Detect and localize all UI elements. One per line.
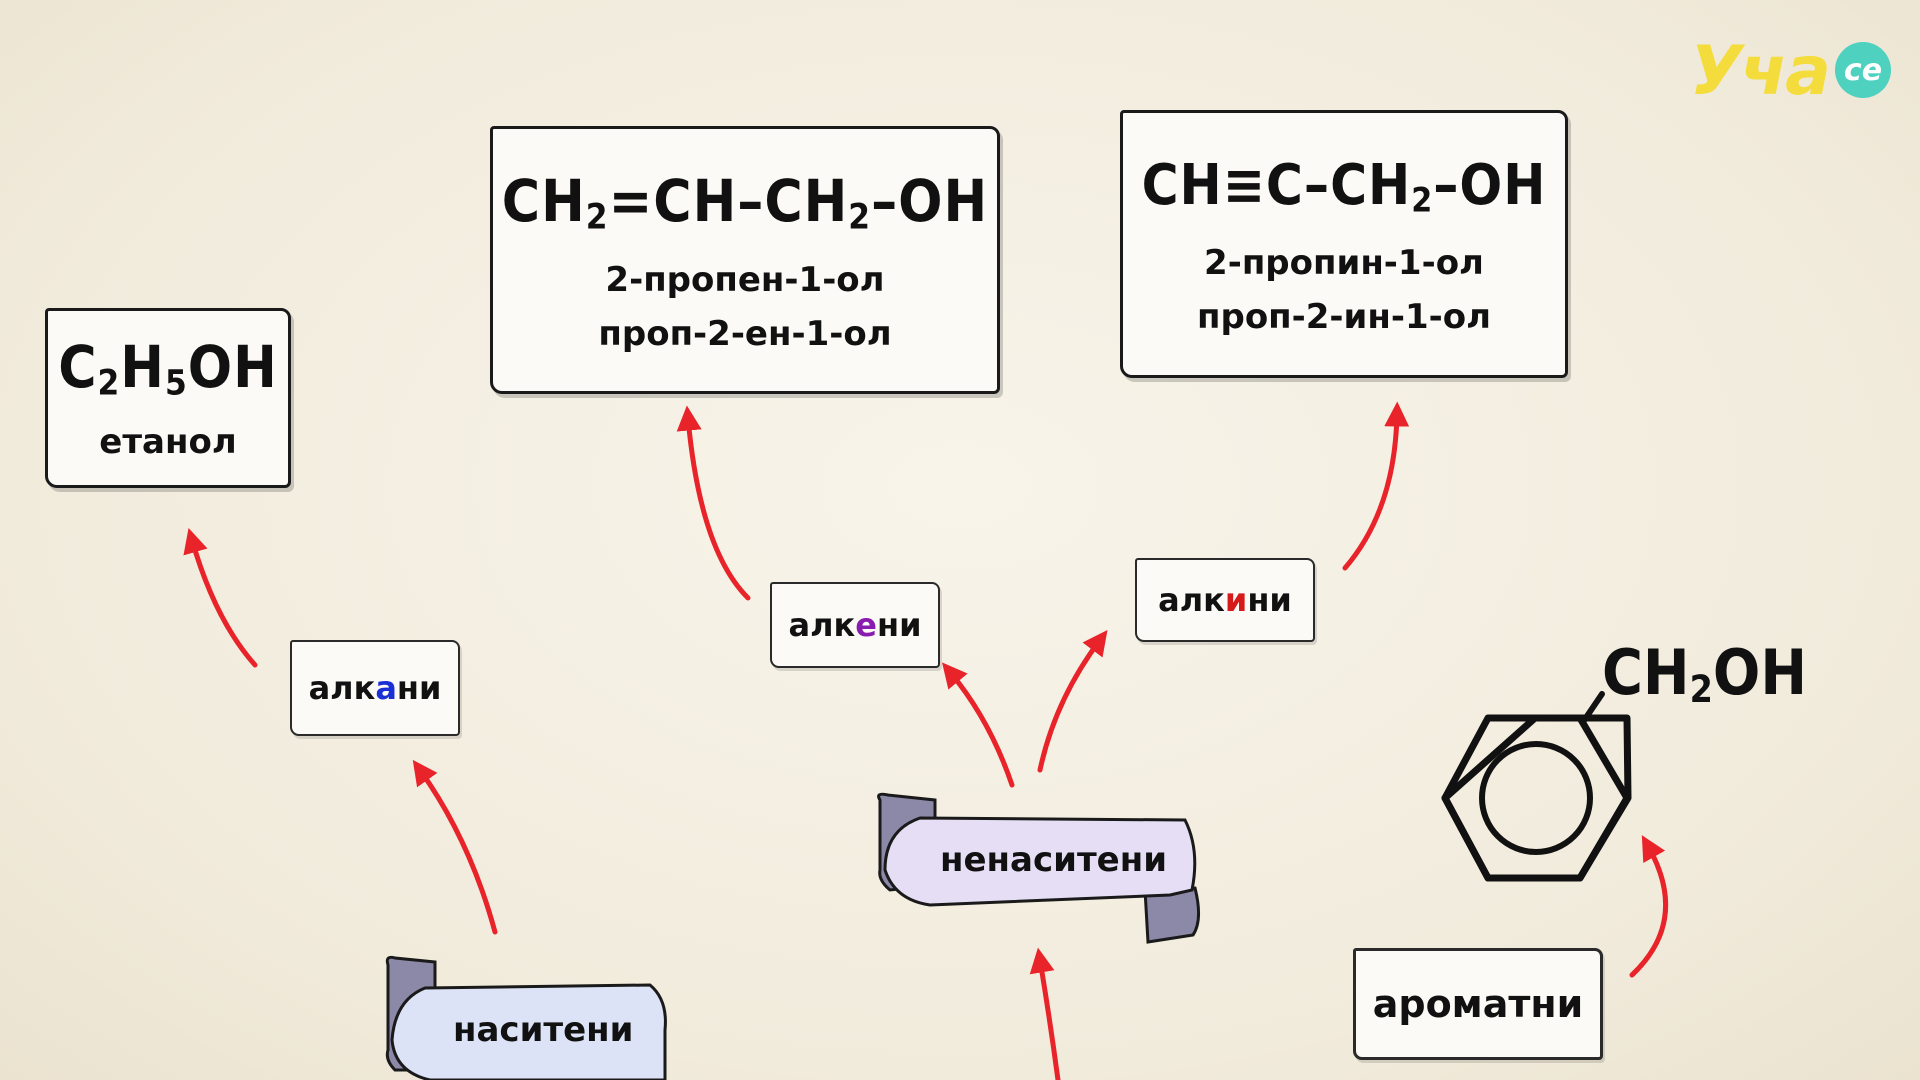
brand-logo-badge: се: [1835, 42, 1891, 98]
arrow-alkynes-to-propynol: [1342, 401, 1410, 571]
ethanol-name: етанол: [99, 422, 237, 463]
propynol-formula: CH≡C–CH2–OH: [1141, 152, 1547, 220]
arrow-bottom-to-unsaturated: [1029, 947, 1061, 1080]
propenol-formula: CH2=CH–CH2–OH: [501, 166, 989, 238]
tag-alkynes-pre: алк: [1158, 581, 1225, 619]
arrow-aromatic-to-benzyl: [1629, 835, 1669, 978]
propenol-name-2: проп-2-ен-1-ол: [598, 314, 892, 355]
propynol-name-1: 2-пропин-1-ол: [1204, 243, 1484, 284]
card-propenol: CH2=CH–CH2–OH 2-пропен-1-ол проп-2-ен-1-…: [490, 126, 1000, 394]
tag-aromatic-label: ароматни: [1372, 982, 1584, 1026]
tag-alkanes-highlight: а: [375, 669, 397, 707]
tag-aromatic: ароматни: [1353, 948, 1603, 1060]
propenol-name-1: 2-пропен-1-ол: [605, 260, 885, 301]
card-propynol: CH≡C–CH2–OH 2-пропин-1-ол проп-2-ин-1-ол: [1120, 110, 1568, 378]
brand-logo: Уча: [1690, 32, 1831, 111]
banner-unsaturated-shape: [877, 792, 1200, 944]
arrow-alkanes-to-ethanol: [183, 527, 258, 668]
tag-alkynes-post: ни: [1247, 581, 1292, 619]
banner-unsaturated-label: ненаситени: [940, 840, 1168, 880]
arrow-saturated-to-alkanes: [412, 759, 498, 935]
tag-alkanes-post: ни: [396, 669, 442, 707]
card-ethanol: C2H5OH етанол: [45, 308, 291, 488]
banner-saturated-shape: [385, 955, 667, 1080]
tag-alkenes-post: ни: [876, 606, 922, 644]
banner-saturated-label: наситени: [453, 1010, 634, 1050]
tag-alkynes-highlight: и: [1224, 581, 1248, 619]
arrow-unsaturated-to-alkenes: [941, 662, 1015, 788]
propynol-name-2: проп-2-ин-1-ол: [1196, 297, 1491, 338]
ethanol-formula: C2H5OH: [58, 332, 278, 404]
arrow-alkenes-to-propenol: [676, 405, 751, 601]
tag-alkanes-pre: алк: [308, 669, 376, 707]
benzyl-ch2oh-label: CH2OH: [1602, 636, 1807, 712]
arrow-unsaturated-to-alkynes: [1037, 629, 1108, 773]
tag-alkenes-pre: алк: [788, 606, 856, 644]
tag-alkenes-highlight: е: [855, 606, 877, 644]
